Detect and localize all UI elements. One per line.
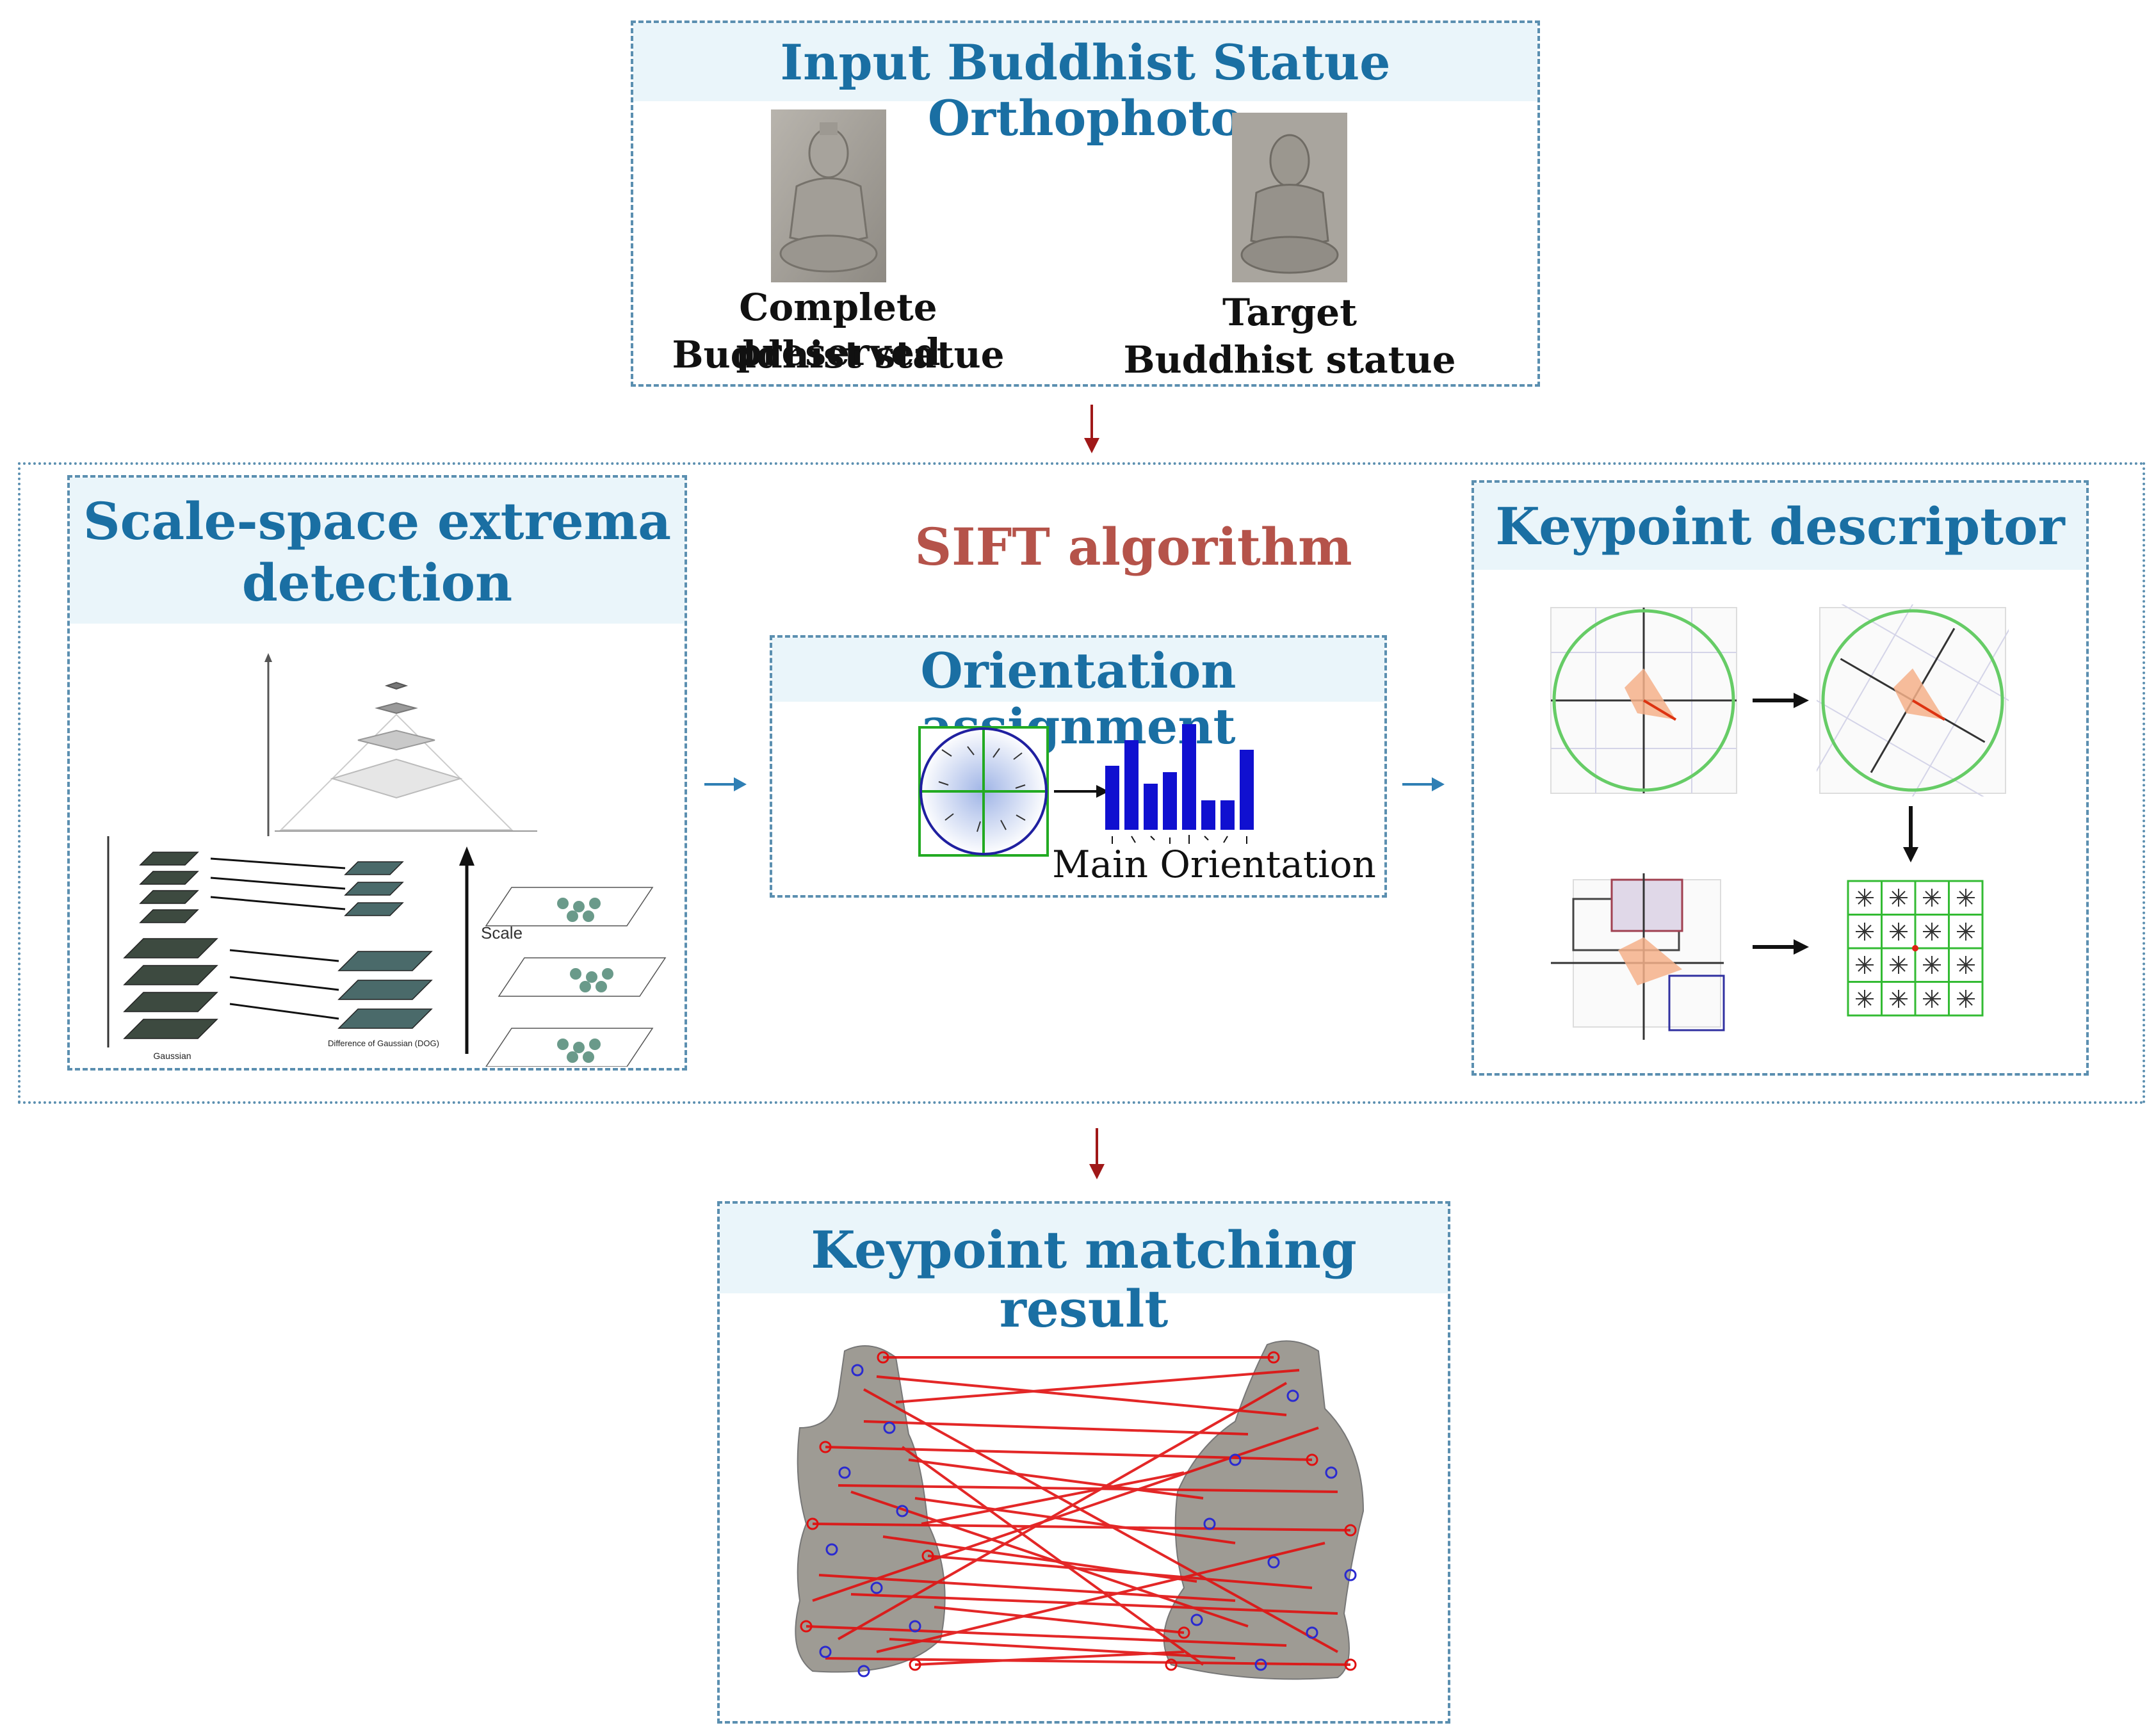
complete-label-line2: Buddhist statue xyxy=(672,333,1005,376)
scale-space-title-line2: detection xyxy=(241,553,513,613)
descriptor-arrow-down xyxy=(1903,806,1918,862)
descriptor-rotated xyxy=(1817,604,2009,796)
descriptor-arrow-right xyxy=(1753,693,1809,708)
scale-space-title-line1: Scale-space extrema xyxy=(83,491,672,551)
orientation-inner-arrow xyxy=(1054,785,1109,798)
input-title-band xyxy=(633,23,1537,101)
descriptor-arrow-right-bottom xyxy=(1753,939,1809,955)
scale-space-panel: Scale-space extrema detection xyxy=(67,475,687,1071)
matching-title: Keypoint matching result xyxy=(811,1220,1357,1339)
target-label-line2: Buddhist statue xyxy=(1123,338,1456,382)
orientation-histogram xyxy=(1105,724,1254,844)
descriptor-panel: Keypoint descriptor xyxy=(1471,480,2089,1076)
keypoint-matching-illustration xyxy=(795,1340,1365,1680)
sift-panel xyxy=(18,462,2145,1104)
scale-pyramid-illustration xyxy=(264,653,537,836)
target-label-line1: Target xyxy=(1222,291,1357,334)
descriptor-window xyxy=(1551,873,1725,1040)
input-panel: Input Buddhist Statue Orthophoto Complet… xyxy=(631,20,1540,387)
orientation-gradient-circle xyxy=(918,726,1049,857)
gaussian-dog-illustration: Gaussian Difference of Gaussian (DOG) xyxy=(107,836,439,1061)
scale-label: Scale xyxy=(481,923,523,942)
orientation-panel: Orientation assignment xyxy=(770,635,1387,898)
descriptor-unrotated xyxy=(1550,607,1737,794)
arrow-orientation-to-descriptor xyxy=(1402,777,1445,791)
main-orientation-label: Main Orientation xyxy=(1052,843,1376,886)
orientation-title: Orientation assignment xyxy=(920,642,1236,756)
complete-label-line1: Complete preserved xyxy=(736,286,941,374)
complete-statue-image xyxy=(771,109,886,282)
input-title: Input Buddhist Statue Orthophoto xyxy=(780,34,1391,147)
orientation-title-band xyxy=(772,638,1384,702)
matching-panel: Keypoint matching result xyxy=(717,1201,1450,1724)
descriptor-title: Keypoint descriptor xyxy=(1495,496,2065,556)
arrow-sift-to-matching xyxy=(1089,1128,1105,1179)
target-statue-image xyxy=(1232,113,1347,282)
dog-label: Difference of Gaussian (DOG) xyxy=(328,1039,439,1048)
matching-title-band xyxy=(720,1204,1448,1293)
sift-title: SIFT algorithm xyxy=(914,517,1352,577)
scale-grids-illustration: Scale xyxy=(459,846,667,1067)
scale-space-title-band xyxy=(70,478,685,624)
arrow-input-to-sift xyxy=(1084,405,1099,453)
arrow-scale-to-orientation xyxy=(704,777,747,791)
descriptor-title-band xyxy=(1474,483,2086,570)
descriptor-histogram-grid xyxy=(1847,880,1984,1017)
gaussian-label: Gaussian xyxy=(153,1051,191,1061)
